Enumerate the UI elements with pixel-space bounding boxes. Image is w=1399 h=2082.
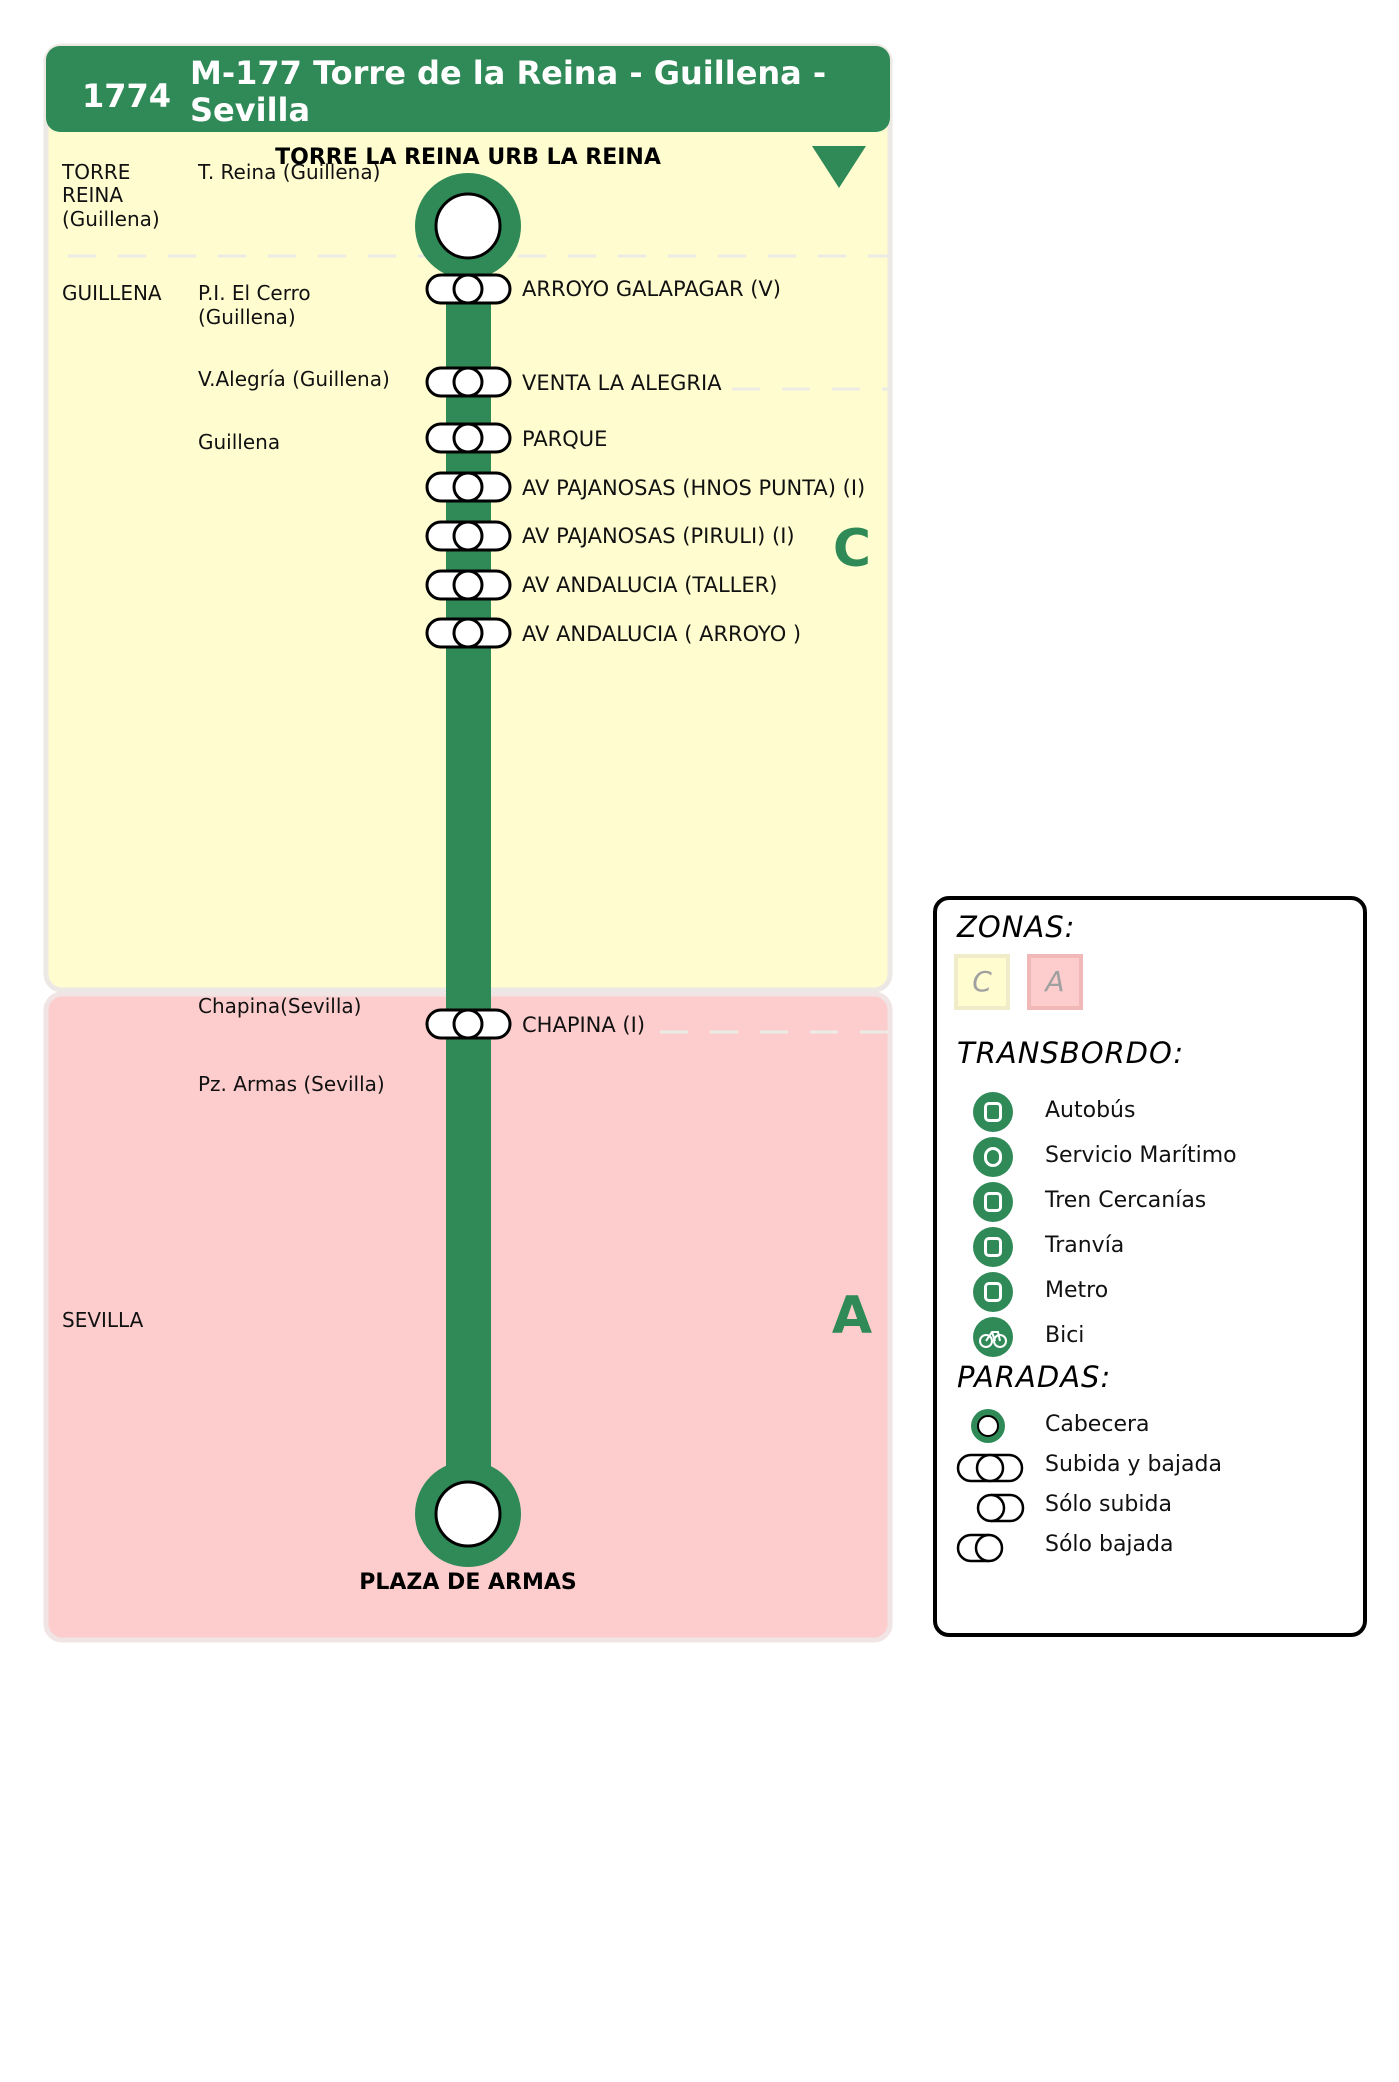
municipality-sevilla: SEVILLA — [62, 1308, 144, 1332]
stop-type-label: Subida y bajada — [1045, 1452, 1222, 1477]
transfer-label: Tren Cercanías — [1045, 1188, 1207, 1213]
legend-panel: ZONAS: C A TRANSBORDO: Autobús Servicio … — [933, 896, 1367, 1637]
bus-icon — [973, 1092, 1013, 1132]
stop-marker-icon — [425, 569, 512, 601]
metro-icon — [973, 1272, 1013, 1312]
line-number: 1774 — [82, 77, 171, 115]
transfer-label: Servicio Marítimo — [1045, 1143, 1237, 1168]
zone-a-letter: A — [832, 1286, 872, 1346]
board-only-icon — [976, 1493, 1025, 1523]
transbordo-title: TRANSBORDO: — [957, 1036, 1185, 1070]
terminus-end-name: PLAZA DE ARMAS — [359, 1570, 577, 1595]
train-icon — [973, 1182, 1013, 1222]
transfer-label: Bici — [1045, 1323, 1085, 1348]
stop-type-label: Sólo bajada — [1045, 1532, 1174, 1557]
direction-triangle-icon — [812, 146, 866, 188]
stop-name: AV PAJANOSAS (HNOS PUNTA) (I) — [522, 476, 865, 500]
bike-icon — [973, 1317, 1013, 1357]
stop-name: PARQUE — [522, 427, 607, 451]
municipality-torre-reina: TORRE REINA (Guillena) — [61, 160, 160, 231]
transfer-label: Metro — [1045, 1278, 1109, 1303]
stop-type-label: Sólo subida — [1045, 1492, 1172, 1517]
transfer-label: Autobús — [1045, 1098, 1136, 1123]
locality-v-alegria: V.Alegría (Guillena) — [198, 367, 390, 391]
paradas-title: PARADAS: — [957, 1360, 1112, 1394]
route-line — [446, 225, 491, 1515]
stop-marker-icon — [425, 1008, 512, 1040]
zone-c-swatch: C — [954, 954, 1010, 1010]
locality-pi-el-cerro: P.I. El Cerro (Guillena) — [198, 281, 317, 329]
stop-marker-icon — [425, 422, 512, 454]
locality-chapina: Chapina(Sevilla) — [198, 994, 361, 1018]
locality-t-reina: T. Reina (Guillena) — [197, 160, 380, 184]
stop-type-label: Cabecera — [1045, 1412, 1150, 1437]
stop-marker-icon — [425, 273, 512, 305]
header-bar — [46, 46, 890, 132]
boat-icon — [973, 1137, 1013, 1177]
stop-name: AV ANDALUCIA (TALLER) — [522, 573, 777, 597]
route-title-line2: Sevilla — [190, 91, 310, 129]
tram-icon — [973, 1227, 1013, 1267]
zone-c-letter: C — [833, 519, 871, 579]
stop-marker-icon — [425, 366, 512, 398]
terminus-start-name: TORRE LA REINA URB LA REINA — [275, 145, 661, 170]
route-title-line1: M-177 Torre de la Reina - Guillena - — [190, 54, 826, 92]
stop-name: AV ANDALUCIA ( ARROYO ) — [522, 622, 801, 646]
terminus-icon — [971, 1409, 1005, 1443]
stop-name: VENTA LA ALEGRIA — [522, 371, 722, 395]
stop-name: CHAPINA (I) — [522, 1013, 645, 1037]
stop-marker-icon — [425, 520, 512, 552]
locality-pz-armas: Pz. Armas (Sevilla) — [198, 1072, 385, 1096]
zone-a-swatch: A — [1027, 954, 1083, 1010]
alight-only-icon — [956, 1533, 1004, 1563]
locality-guillena: Guillena — [198, 430, 280, 454]
board-alight-icon — [956, 1453, 1024, 1483]
stop-name: ARROYO GALAPAGAR (V) — [522, 277, 781, 301]
stop-marker-icon — [425, 471, 512, 503]
municipality-guillena: GUILLENA — [62, 281, 162, 305]
route-diagram: 1774 M-177 Torre de la Reina - Guillena … — [43, 43, 893, 1643]
stop-name: AV PAJANOSAS (PIRULI) (I) — [522, 524, 795, 548]
zonas-title: ZONAS: — [957, 910, 1076, 944]
stop-marker-icon — [425, 617, 512, 649]
transfer-label: Tranvía — [1045, 1233, 1125, 1258]
